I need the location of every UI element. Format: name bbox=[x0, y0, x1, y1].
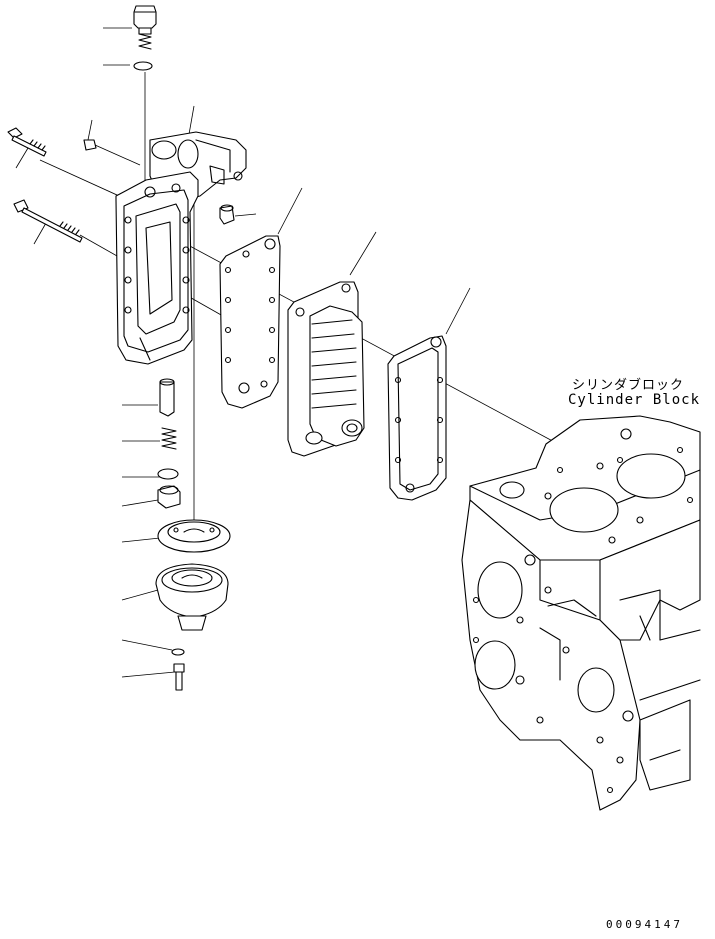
bypass-valve bbox=[159, 378, 175, 417]
leader-element-cap bbox=[121, 537, 161, 543]
leader-element-base bbox=[121, 589, 159, 601]
gasket-2 bbox=[387, 335, 447, 501]
leader-center-bolt bbox=[121, 671, 176, 678]
center-bolt bbox=[173, 663, 185, 691]
leader-plug bbox=[234, 213, 257, 217]
leader-gasket-2 bbox=[445, 287, 471, 335]
leader-plug-2 bbox=[121, 499, 159, 507]
filter-body bbox=[115, 171, 199, 365]
long-bolt-1 bbox=[7, 127, 47, 157]
long-bolt-2 bbox=[13, 199, 83, 243]
lower-plug bbox=[157, 485, 181, 509]
cylinder-block bbox=[461, 415, 701, 811]
oil-cooler-core bbox=[287, 281, 365, 457]
leader-long-bolt-2 bbox=[33, 222, 47, 245]
washer bbox=[171, 648, 185, 656]
leader-small-bolt bbox=[87, 119, 93, 141]
cylinder-block-label-jp: シリンダブロック bbox=[572, 378, 685, 393]
cylinder-block-label-en: Cylinder Block bbox=[568, 392, 701, 408]
valve-spring bbox=[161, 427, 177, 450]
gasket-1 bbox=[219, 235, 281, 409]
filter-element-cap bbox=[157, 519, 231, 553]
filter-element-base bbox=[155, 563, 229, 631]
leader-cooler-core bbox=[349, 231, 377, 276]
small-plug bbox=[219, 204, 235, 225]
oring-lower bbox=[157, 468, 179, 480]
relief-valve-plug bbox=[133, 5, 157, 50]
leader-lines bbox=[15, 27, 665, 678]
drawing-number: 00094147 bbox=[606, 918, 683, 931]
leader-long-bolt-1 bbox=[15, 147, 29, 169]
small-bolt bbox=[83, 139, 97, 151]
leader-gasket-1 bbox=[277, 187, 303, 235]
leader-washer bbox=[121, 639, 173, 651]
oring-top bbox=[133, 61, 153, 71]
